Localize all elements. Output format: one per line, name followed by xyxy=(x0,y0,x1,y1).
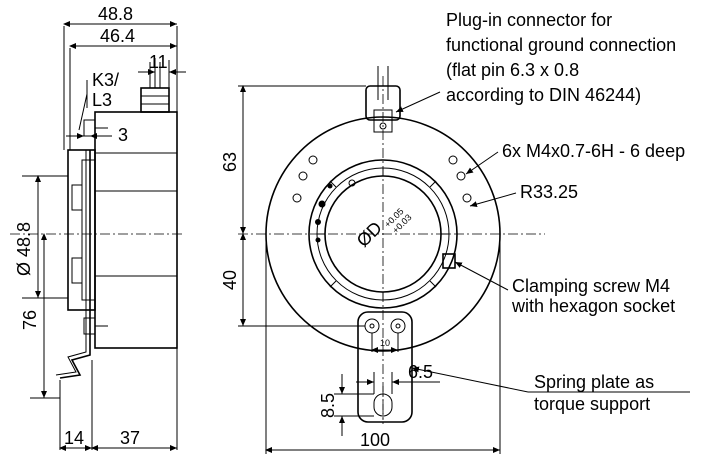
connector-label-2: L3 xyxy=(92,90,112,110)
plug-connector-line-2: functional ground connection xyxy=(446,35,676,55)
front-view: ØD +0.05 +0.03 63 40 100 10 6.5 8.5 xyxy=(220,66,545,454)
plug-connector-line-3: (flat pin 6.3 x 0.8 xyxy=(446,60,579,80)
dim-width-total: 48.8 xyxy=(98,4,133,24)
callouts: Plug-in connector for functional ground … xyxy=(395,10,690,414)
bore-label: ØD xyxy=(353,218,386,251)
dim-slot-height: 8.5 xyxy=(318,393,338,418)
spring-plate-line-1: Spring plate as xyxy=(534,372,654,392)
dim-depth: 37 xyxy=(120,428,140,448)
dim-flange: 3 xyxy=(118,125,128,145)
dim-height-lower: 40 xyxy=(220,270,240,290)
dim-cable-offset: 11 xyxy=(149,52,168,72)
connector-label: K3/ xyxy=(92,70,119,90)
plug-connector-line-4: according to DIN 46244) xyxy=(446,85,641,105)
dim-width: 100 xyxy=(360,430,390,450)
dim-height-upper: 63 xyxy=(220,152,240,172)
side-view: 48.8 46.4 11 K3/ L3 3 Ø 48.8 76 xyxy=(10,4,186,451)
spring-plate-line-2: torque support xyxy=(534,394,650,414)
radius-label: R33.25 xyxy=(520,182,578,202)
plug-connector-line-1: Plug-in connector for xyxy=(446,10,612,30)
clamping-screw-line-2: with hexagon socket xyxy=(511,296,675,316)
dim-foot: 14 xyxy=(64,428,84,448)
clamping-screw-line-1: Clamping screw M4 xyxy=(512,276,670,296)
dim-height-lower: 76 xyxy=(20,310,40,330)
threads-label: 6x M4x0.7-6H - 6 deep xyxy=(502,141,685,161)
dim-hole-spacing: 10 xyxy=(380,338,390,348)
dim-width-body: 46.4 xyxy=(100,26,135,46)
dim-diameter: Ø 48.8 xyxy=(14,222,34,276)
thread-holes xyxy=(292,155,472,203)
